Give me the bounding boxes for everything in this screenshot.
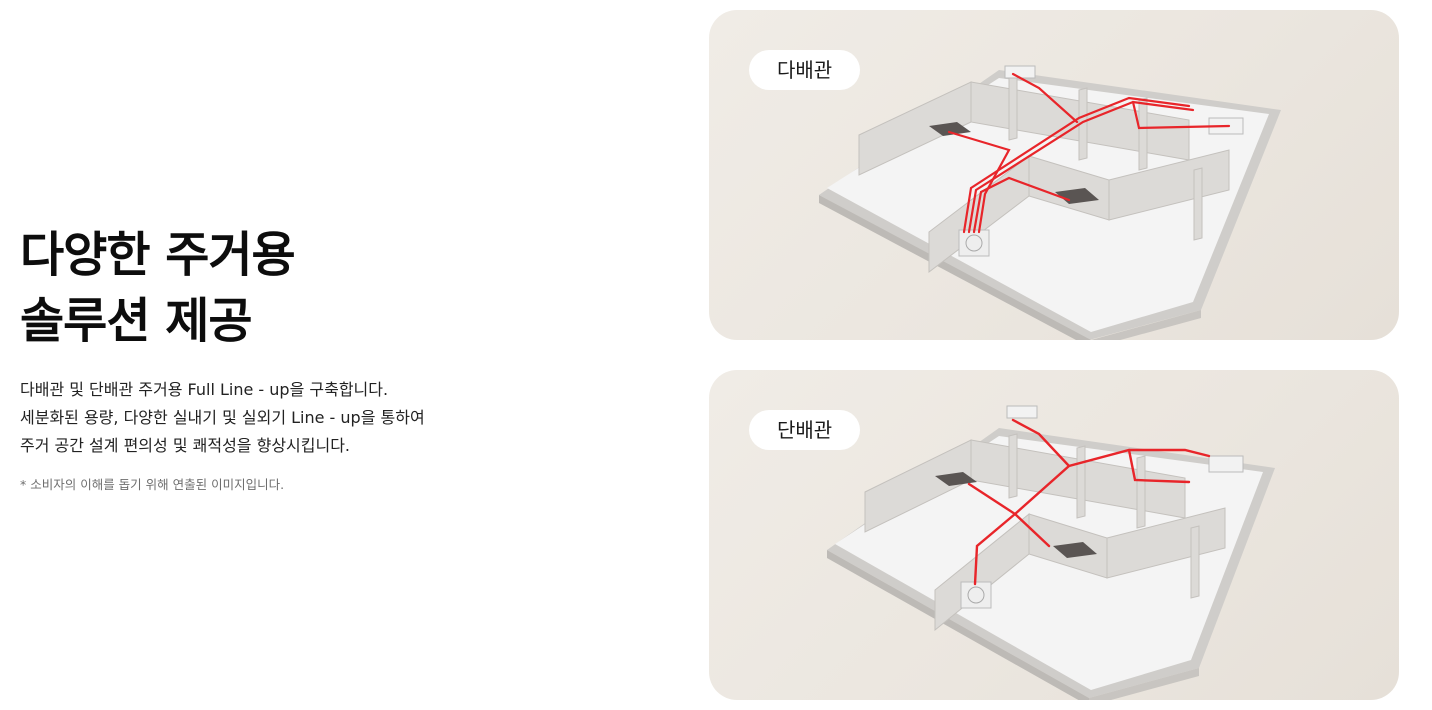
image-disclaimer-note: * 소비자의 이해를 돕기 위해 연출된 이미지입니다.	[20, 477, 285, 492]
interior-walls	[864, 433, 1226, 632]
multi-pipe-card: 다배관	[709, 10, 1399, 340]
hero-description: 다배관 및 단배관 주거용 Full Line - up을 구축합니다. 세분화…	[20, 376, 640, 460]
indoor-units	[935, 405, 1244, 558]
single-pipe-card: 단배관	[709, 370, 1399, 700]
single-pipe-floorplan-illustration	[827, 405, 1275, 700]
description-line-2: 세분화된 용량, 다양한 실내기 및 실외기 Line - up을 통하여	[20, 408, 425, 427]
hero-title: 다양한 주거용 솔루션 제공	[20, 222, 640, 354]
hero-title-line-2: 솔루션 제공	[20, 293, 253, 349]
description-line-3: 주거 공간 설계 편의성 및 쾌적성을 향상시킵니다.	[20, 436, 351, 455]
hero-title-line-1: 다양한 주거용	[20, 227, 296, 283]
description-line-1: 다배관 및 단배관 주거용 Full Line - up을 구축합니다.	[20, 380, 389, 399]
hero-text-section: 다양한 주거용 솔루션 제공 다배관 및 단배관 주거용 Full Line -…	[20, 222, 640, 493]
outdoor-unit	[960, 581, 992, 609]
multi-pipe-floorplan-illustration	[819, 65, 1281, 340]
single-pipe-label: 단배관	[749, 410, 861, 450]
single-pipe-line	[967, 418, 1211, 586]
interior-walls	[858, 75, 1230, 274]
multi-pipe-label: 다배관	[749, 50, 861, 90]
multi-pipe-lines	[947, 72, 1231, 234]
outdoor-unit	[958, 229, 990, 257]
